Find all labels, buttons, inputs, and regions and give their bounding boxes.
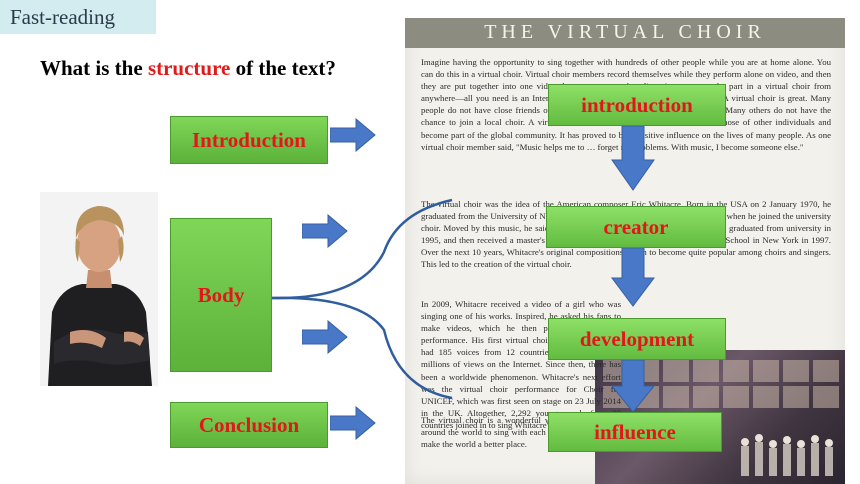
- body-label: Body: [197, 282, 245, 307]
- influence-stage-box: influence: [548, 412, 722, 452]
- article-paragraph-3: In 2009, Whitacre received a video of a …: [421, 299, 621, 430]
- question-prefix: What is the: [40, 56, 148, 80]
- question-heading: What is the structure of the text?: [40, 56, 336, 81]
- arrow-right-icon: [330, 406, 376, 440]
- section-badge: Fast-reading: [0, 0, 156, 34]
- introduction-box: Introduction: [170, 116, 328, 164]
- arrow-right-icon: [330, 118, 376, 152]
- creator-stage-box: creator: [546, 206, 726, 248]
- influence-stage-label: influence: [594, 419, 676, 444]
- development-stage-label: development: [579, 326, 695, 351]
- introduction-stage-box: introduction: [548, 84, 726, 126]
- arrow-right-icon: [302, 320, 348, 354]
- arrow-right-icon: [302, 214, 348, 248]
- creator-stage-label: creator: [603, 214, 669, 239]
- conclusion-box: Conclusion: [170, 402, 328, 448]
- article-banner: [405, 18, 845, 48]
- introduction-label: Introduction: [192, 127, 306, 152]
- question-highlight: structure: [147, 56, 231, 80]
- article-title: THE VIRTUAL CHOIR: [484, 21, 766, 43]
- portrait-photo: [40, 192, 158, 386]
- article-paragraph-4: The virtual choir is a wonderful way for…: [421, 415, 601, 450]
- conclusion-label: Conclusion: [198, 412, 300, 437]
- question-suffix: of the text?: [230, 56, 336, 80]
- development-stage-box: development: [548, 318, 726, 360]
- body-box: Body: [170, 218, 272, 372]
- introduction-stage-label: introduction: [581, 92, 693, 117]
